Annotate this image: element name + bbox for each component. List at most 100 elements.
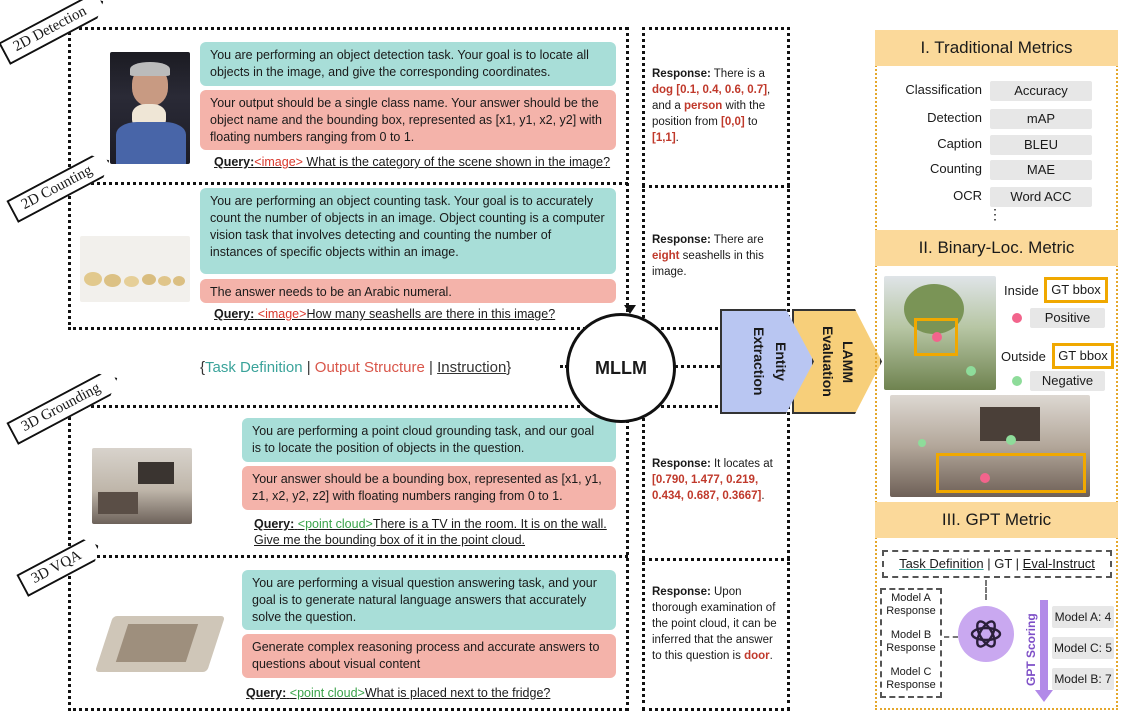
house-rooms	[115, 624, 199, 662]
model-a-response: Model A Response	[886, 592, 936, 617]
gpt-sep: |	[1012, 556, 1023, 571]
response-entity: [0.790, 1.477, 0.219, 0.434, 0.687, 0.36…	[652, 474, 762, 502]
query-label: Query:	[214, 155, 255, 169]
query-label: Query:	[246, 686, 287, 700]
response-divider-top	[642, 185, 790, 188]
metric-value-mae: MAE	[990, 160, 1092, 180]
metric-label-ocr: OCR	[953, 188, 982, 203]
gpt-scoring-arrowhead	[1035, 690, 1053, 702]
response-entity: [0,0]	[721, 116, 745, 128]
model-c-score: Model C: 5	[1052, 637, 1114, 659]
seashells-image	[80, 236, 190, 302]
response-text: .	[769, 650, 773, 662]
query-text: There is a TV in the room. It is on the …	[254, 517, 607, 547]
point-cloud-token: <point cloud>	[297, 517, 373, 531]
image-token: <image>	[254, 155, 303, 169]
response-label: Response:	[652, 68, 711, 80]
image-token: <image>	[257, 307, 307, 321]
response-entity: door	[744, 650, 770, 662]
prompt-legend: {Task Definition | Output Structure | In…	[200, 359, 570, 376]
shell	[142, 274, 156, 285]
gpt-eval-instruct: Eval-Instruct	[1022, 556, 1095, 571]
gpt-scoring-label: GPT Scoring	[1024, 613, 1038, 687]
tv	[138, 462, 174, 484]
response-text: There is a	[710, 68, 765, 80]
gpt-gt: GT	[994, 556, 1013, 571]
negative-point-3d	[918, 439, 926, 447]
response-text: There are	[710, 234, 764, 246]
shell	[124, 276, 139, 287]
vqa-task-definition: You are performing a visual question ans…	[242, 570, 616, 630]
inside-label: Inside	[1004, 283, 1039, 298]
metric-label-detection: Detection	[927, 110, 982, 125]
furniture	[98, 492, 138, 514]
connector-right	[675, 365, 720, 368]
inside-text: Inside	[1004, 283, 1039, 298]
response-divider-bottom	[642, 558, 790, 561]
response-text: seashells in this image.	[652, 250, 764, 278]
response-text: It locates at	[710, 458, 773, 470]
room-3d-scene-image	[890, 395, 1090, 497]
detection-task-definition: You are performing an object detection t…	[200, 42, 616, 86]
query-label: Query:	[254, 517, 295, 531]
detection-query: Query:<image> What is the category of th…	[214, 154, 624, 170]
person-with-dog-image	[110, 52, 190, 164]
counting-response: Response: There are eight seashells in t…	[652, 232, 784, 280]
grounding-panel	[68, 405, 628, 558]
connector-top	[624, 27, 636, 314]
response-entity: dog [0.1, 0.4, 0.6, 0.7]	[652, 84, 768, 96]
counting-query: Query: <image>How many seashells are the…	[214, 306, 614, 322]
counting-output-structure: The answer needs to be an Arabic numeral…	[200, 279, 616, 303]
gt-bbox-highlight	[914, 318, 958, 356]
response-label: Response:	[652, 586, 711, 598]
response-text: , and a	[652, 84, 771, 112]
counting-task-definition: You are performing an object counting ta…	[200, 188, 616, 274]
grounding-task-definition: You are performing a point cloud groundi…	[242, 418, 616, 462]
negative-label: Negative	[1030, 371, 1105, 391]
person-shirt	[116, 122, 186, 164]
detection-response: Response: There is a dog [0.1, 0.4, 0.6,…	[652, 66, 784, 146]
shell	[84, 272, 102, 286]
metric-label-classification: Classification	[905, 82, 982, 97]
detection-output-structure: Your output should be a single class nam…	[200, 90, 616, 150]
response-label: Response:	[652, 234, 711, 246]
lamm-evaluation-label: LAMM Evaluation	[820, 326, 856, 397]
positive-label: Positive	[1030, 308, 1105, 328]
legend-sep: |	[302, 359, 315, 376]
vqa-panel	[68, 558, 628, 711]
grounding-query: Query: <point cloud>There is a TV in the…	[254, 516, 624, 548]
house-point-cloud-image	[94, 586, 226, 686]
response-text: with the position from	[652, 100, 766, 128]
vqa-response: Response: Upon thorough examination of t…	[652, 584, 784, 664]
grounding-output-structure: Your answer should be a bounding box, re…	[242, 466, 616, 510]
negative-point-3d	[1006, 435, 1016, 445]
gpt-task-definition: Task Definition	[899, 556, 984, 571]
vqa-output-structure: Generate complex reasoning process and a…	[242, 634, 616, 678]
outside-label: Outside	[1001, 349, 1046, 364]
detection-panel	[68, 27, 628, 185]
gt-3d-bbox	[936, 453, 1086, 493]
positive-point	[932, 332, 942, 342]
negative-point	[966, 366, 976, 376]
model-a-score: Model A: 4	[1052, 606, 1114, 628]
vqa-query: Query: <point cloud>What is placed next …	[246, 685, 616, 701]
response-panel-top	[642, 27, 790, 330]
response-entity: person	[683, 100, 723, 112]
model-c-response: Model C Response	[886, 666, 936, 691]
metric-value-bleu: BLEU	[990, 135, 1092, 155]
outside-text: Outside	[1001, 349, 1046, 364]
response-text: .	[761, 490, 765, 502]
response-entity: eight	[652, 250, 680, 262]
shell	[173, 276, 185, 286]
person-hair	[130, 62, 170, 76]
query-text: What is placed next to the fridge?	[364, 686, 551, 700]
query-label: Query:	[214, 307, 255, 321]
response-to-gpt-arrow	[944, 636, 958, 638]
legend-sep: |	[424, 359, 438, 376]
counting-panel	[68, 185, 628, 330]
legend-output-structure: Output Structure	[314, 359, 425, 376]
legend-task-definition: Task Definition	[205, 359, 303, 376]
gpt-sep: |	[983, 556, 995, 571]
traditional-metrics-header: I. Traditional Metrics	[875, 30, 1118, 66]
negative-dot	[1012, 376, 1022, 386]
